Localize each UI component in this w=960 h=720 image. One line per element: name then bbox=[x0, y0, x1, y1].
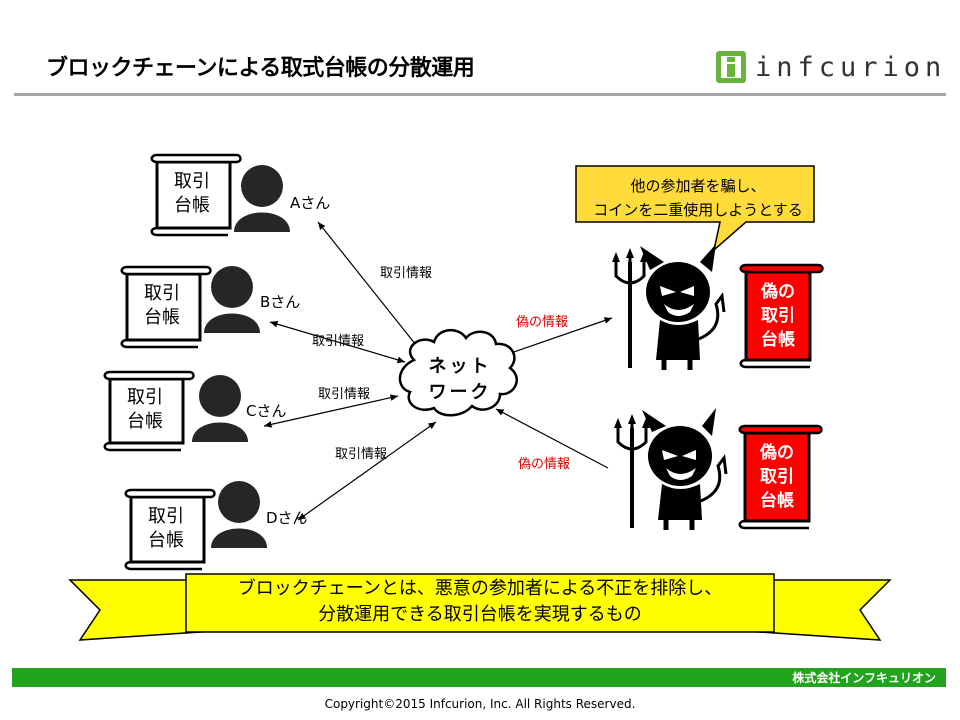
fake-ledger-2-line1: 偽の bbox=[760, 443, 794, 463]
fake-edge-1-label: 偽の情報 bbox=[516, 315, 569, 330]
edge-a-label: 取引情報 bbox=[380, 266, 433, 281]
footer-bar bbox=[12, 668, 946, 687]
ledger-scroll-a bbox=[150, 153, 242, 237]
fake-ledger-2-label: 偽の 取引 台帳 bbox=[747, 441, 807, 513]
participant-c-label: Cさん bbox=[246, 402, 287, 420]
fake-ledger-1-line1: 偽の bbox=[761, 282, 795, 302]
fake-ledger-2-line3: 台帳 bbox=[760, 491, 794, 511]
edge-b-label: 取引情報 bbox=[312, 334, 365, 349]
participant-b-label: Bさん bbox=[260, 293, 301, 311]
person-icon-a bbox=[234, 165, 290, 232]
fake-ledger-1-line3: 台帳 bbox=[761, 330, 795, 350]
ledger-a-label: 取引 台帳 bbox=[157, 170, 227, 218]
network-cloud-icon bbox=[398, 329, 518, 417]
fake-ledger-scroll-2 bbox=[738, 424, 823, 530]
speech-line1: 他の参加者を騙し、 bbox=[630, 177, 766, 195]
logo-wordmark: infcurion bbox=[755, 51, 947, 83]
ledger-a-line1: 取引 bbox=[174, 171, 210, 192]
network-label: ネット ワーク bbox=[408, 354, 512, 406]
conclusion-banner bbox=[68, 573, 892, 641]
ledger-scroll-c bbox=[103, 370, 195, 452]
ledger-d-label: 取引 台帳 bbox=[131, 505, 201, 553]
company-logo: infcurion bbox=[716, 50, 946, 84]
devil-icon-2 bbox=[614, 408, 728, 530]
banner-text: ブロックチェーンとは、悪意の参加者による不正を排除し、 分散運用できる取引台帳を… bbox=[188, 576, 772, 628]
ledger-c-line1: 取引 bbox=[127, 387, 163, 408]
logo-mark-icon bbox=[716, 51, 746, 83]
title-divider bbox=[14, 93, 946, 96]
copyright-notice: Copyright©2015 Infcurion, Inc. All Right… bbox=[324, 697, 636, 711]
edge-c-label: 取引情報 bbox=[318, 387, 371, 402]
ledger-d-line2: 台帳 bbox=[148, 530, 184, 551]
ledger-b-label: 取引 台帳 bbox=[127, 282, 197, 330]
fake-ledger-1-label: 偽の 取引 台帳 bbox=[748, 280, 808, 352]
edge-network-attacker1 bbox=[504, 317, 613, 356]
ledger-d-line1: 取引 bbox=[148, 506, 184, 527]
fake-ledger-scroll-1 bbox=[739, 263, 824, 369]
banner-line1: ブロックチェーンとは、悪意の参加者による不正を排除し、 bbox=[237, 578, 723, 599]
banner-line2: 分散運用できる取引台帳を実現するもの bbox=[318, 604, 642, 625]
speech-bubble bbox=[575, 165, 815, 253]
edge-d-label: 取引情報 bbox=[335, 447, 388, 462]
fake-ledger-1-line2: 取引 bbox=[761, 306, 795, 326]
speech-bubble-text: 他の参加者を騙し、 コインを二重使用しようとする bbox=[582, 174, 814, 222]
ledger-a-line2: 台帳 bbox=[174, 195, 210, 216]
ledger-scroll-d bbox=[124, 488, 216, 571]
fake-ledger-2-line2: 取引 bbox=[760, 467, 794, 487]
edge-c-network bbox=[263, 394, 399, 428]
devil-icon-1 bbox=[612, 244, 726, 370]
person-icon-c bbox=[192, 375, 248, 442]
participant-d-label: Dさん bbox=[266, 509, 308, 527]
edge-network-attacker2 bbox=[495, 408, 609, 469]
footer-company: 株式会社インフキュリオン bbox=[792, 671, 936, 685]
ledger-c-line2: 台帳 bbox=[127, 411, 163, 432]
slide-title: ブロックチェーンによる取式台帳の分散運用 bbox=[46, 56, 475, 81]
person-icon-d bbox=[211, 481, 267, 548]
ledger-b-line2: 台帳 bbox=[144, 307, 180, 328]
participant-a-label: Aさん bbox=[290, 194, 331, 212]
edge-b-network bbox=[269, 320, 406, 364]
speech-line2: コインを二重使用しようとする bbox=[593, 201, 803, 219]
network-line2: ワーク bbox=[428, 382, 492, 403]
edge-d-network bbox=[297, 421, 437, 521]
ledger-b-line1: 取引 bbox=[144, 283, 180, 304]
person-icon-b bbox=[204, 266, 260, 333]
ledger-scroll-b bbox=[120, 265, 212, 349]
network-line1: ネット bbox=[428, 356, 492, 377]
ledger-c-label: 取引 台帳 bbox=[110, 386, 180, 434]
fake-edge-2-label: 偽の情報 bbox=[518, 457, 571, 472]
